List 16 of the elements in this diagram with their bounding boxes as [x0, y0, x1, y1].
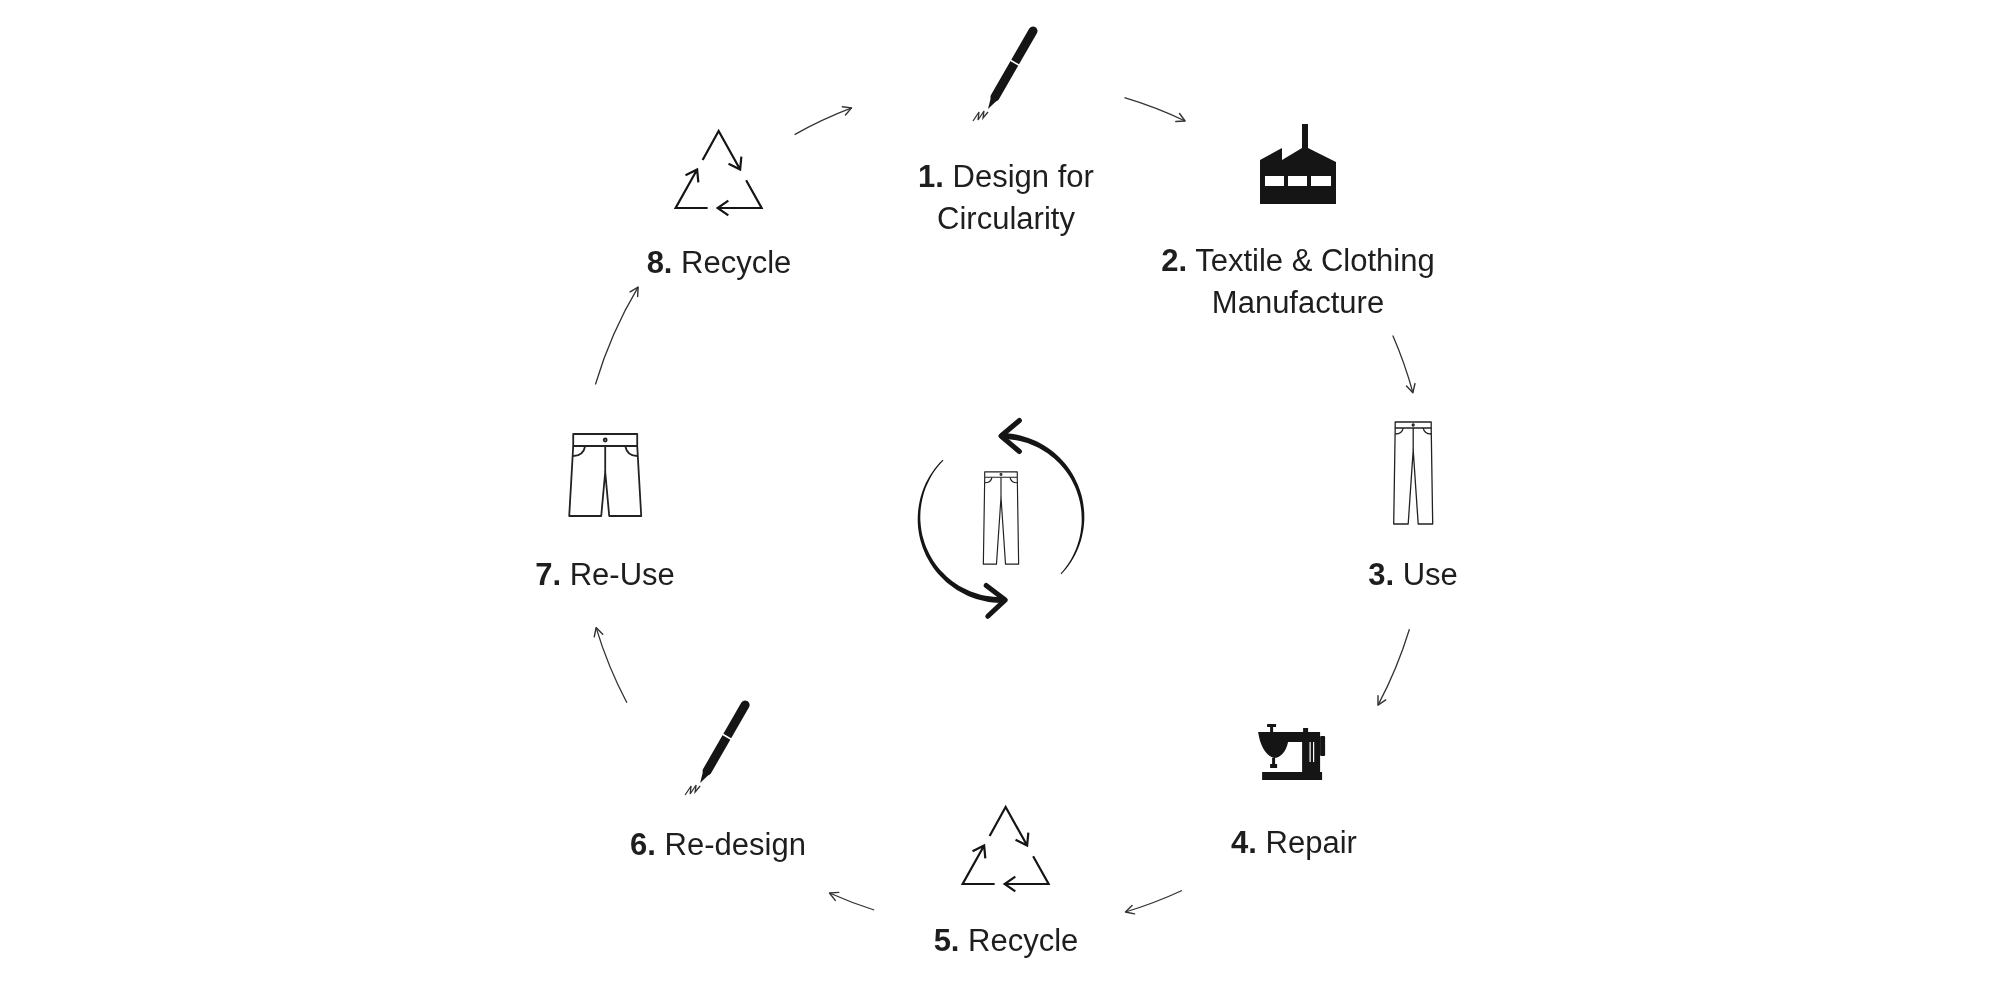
curved-arrow: [1392, 334, 1416, 394]
step-label: 8. Recycle: [646, 244, 792, 282]
step-label: 7. Re-Use: [535, 556, 675, 594]
curved-arrow: [1124, 889, 1183, 915]
step-label: 5. Recycle: [933, 922, 1079, 960]
curved-arrow: [594, 286, 639, 386]
curved-arrow: [1377, 628, 1411, 706]
curved-arrow: [593, 626, 628, 704]
curved-arrow: [1123, 97, 1186, 123]
curved-arrow: [793, 106, 853, 136]
step-label: 4. Repair: [1231, 824, 1357, 862]
step-label: 2. Textile & Clothing Manufacture: [1160, 242, 1436, 322]
curved-arrow: [828, 891, 875, 911]
step-label: 3. Use: [1368, 556, 1458, 594]
step-label: 6. Re-design: [630, 826, 806, 864]
step-label: 1. Design for Circularity: [917, 158, 1095, 238]
